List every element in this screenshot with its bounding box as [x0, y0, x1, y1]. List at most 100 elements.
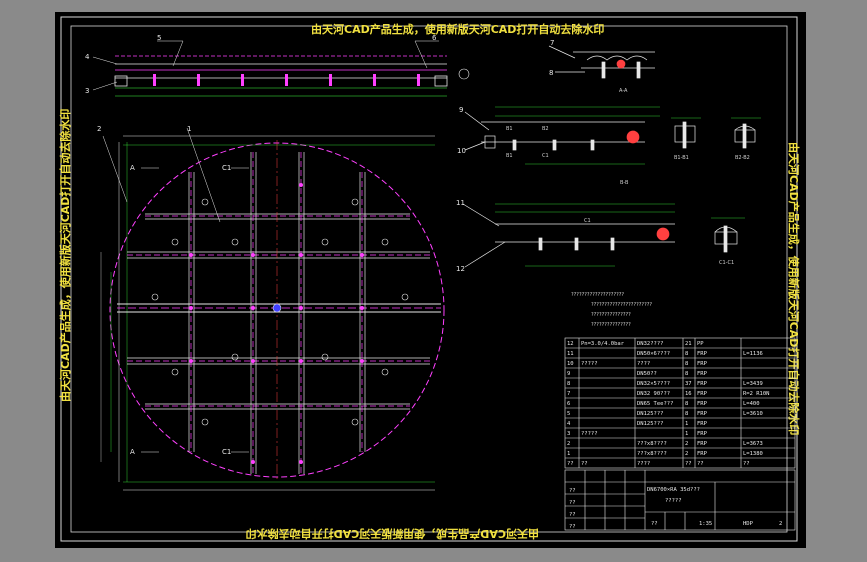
bom-cell: 8 [685, 401, 688, 407]
bom-cell: FRP [697, 421, 708, 427]
title-block [564, 469, 796, 531]
bom-cell: FRP [697, 361, 708, 367]
bom-cell: DN50×6???? [637, 351, 670, 357]
nozzle [241, 74, 244, 86]
section-label-b2-b2: B2-B2 [735, 155, 750, 161]
bom-frame [564, 337, 796, 469]
watermark-right: 由天河CAD产品生成，使用新版天河CAD打开自动去除水印 [787, 142, 801, 435]
leader-5: 5 [157, 34, 161, 42]
section-a-a [548, 45, 655, 79]
bom-cell: FRP [697, 381, 708, 387]
bom-cell: 3 [567, 431, 570, 437]
bom-cell: L=3673 [743, 441, 763, 447]
bom-cell: 37 [685, 381, 692, 387]
bom-cell: L=400 [743, 401, 760, 407]
plan-nozzles [151, 198, 409, 426]
bom-cell: ????? [581, 361, 598, 367]
bom-cell: DN125??? [637, 421, 664, 427]
plan-view [100, 135, 445, 491]
section-label-c1-c1: C1-C1 [719, 260, 734, 266]
section-label-b1-b1: B1-B1 [674, 155, 689, 161]
nozzle [153, 74, 156, 86]
bom-cell: FRP [697, 351, 708, 357]
nozzle [373, 74, 376, 86]
section-marker-c1-top: C1 [222, 164, 231, 172]
bom-cell: 12 [567, 341, 574, 347]
watermark-bottom: 由天河CAD产品生成，使用新版天河CAD打开自动去除水印 [246, 527, 539, 541]
section-marker-a-top: A [130, 164, 135, 172]
cad-drawing: 由天河CAD产品生成，使用新版天河CAD打开自动去除水印 由天河CAD产品生成，… [58, 16, 801, 542]
leader-1: 1 [187, 125, 191, 133]
leader-10: 10 [457, 147, 466, 155]
plan-markers [189, 183, 364, 464]
sheet-number: 2 [779, 521, 782, 527]
pipe-end-left [114, 75, 128, 87]
bom-cell: ???? [637, 361, 650, 367]
view-c1-mid: C1 [584, 218, 591, 224]
drawing-scale: 1:35 [699, 521, 712, 527]
bom-cell: L=1380 [743, 451, 763, 457]
bom-cell: 8 [685, 371, 688, 377]
bom-cell: 8 [685, 351, 688, 357]
bom-cell: 2 [567, 441, 570, 447]
bom-cell: FRP [697, 441, 708, 447]
nozzles-elevation [153, 74, 420, 86]
note-line: ??????????????? [591, 312, 631, 318]
nozzle [329, 74, 332, 86]
tb-label: ?? [569, 524, 576, 530]
view-b2-a: B2 [542, 126, 549, 132]
tb-label: ?? [651, 521, 658, 527]
bom-cell: FRP [697, 411, 708, 417]
bom-cell: 7 [567, 391, 570, 397]
leader-3: 3 [85, 87, 89, 95]
leader-9: 9 [459, 106, 463, 114]
note-line: ??????????????????????? [591, 302, 652, 308]
leader-7: 7 [550, 39, 554, 47]
tb-label: ?? [569, 488, 576, 494]
section-marker-c1-bottom: C1 [222, 448, 231, 456]
pipe-end-right [434, 75, 448, 87]
bom-cell: DN65 Tee??? [637, 401, 673, 407]
detail-b1-b1 [671, 117, 701, 149]
section-c1-elevation [462, 203, 675, 268]
tb-label: ?? [569, 500, 576, 506]
bom-cell: 21 [685, 341, 692, 347]
bom-cell: ???x8???? [637, 451, 667, 457]
bom-cell: 11 [567, 351, 574, 357]
bom-cell: ???x8???? [637, 441, 667, 447]
bom-cell: 8 [567, 381, 570, 387]
nozzle [417, 74, 420, 86]
bom-cell: 16 [685, 391, 692, 397]
bom-cell: PP [697, 341, 704, 347]
bom-cell: 1 [685, 421, 688, 427]
bom-cell: Pn=3.0/4.0bar [581, 341, 625, 347]
section-marker-a-bottom: A [130, 448, 135, 456]
bom-cell: 6 [567, 401, 570, 407]
section-label-b-b: B-B [620, 180, 629, 186]
bom-cell: L=1136 [743, 351, 763, 357]
cad-drawing-canvas[interactable]: 由天河CAD产品生成，使用新版天河CAD打开自动去除水印 由天河CAD产品生成，… [55, 12, 806, 548]
section-label-a-a: A-A [619, 88, 628, 94]
bom-cell: ?? [567, 461, 574, 467]
view-b1-a: B1 [506, 126, 513, 132]
leader-8: 8 [549, 69, 553, 77]
bom-cell: 4 [567, 421, 571, 427]
bom-cell: L=3439 [743, 381, 763, 387]
drawing-code: HDP [743, 521, 754, 527]
bom-cell: DN125??? [637, 411, 664, 417]
bom-cell: 1 [685, 431, 688, 437]
bom-cell: 5 [567, 411, 570, 417]
bom-cell: FRP [697, 371, 708, 377]
bom-cell: 1 [567, 451, 570, 457]
bom-cell: DN32×5???? [637, 381, 670, 387]
watermark-left: 由天河CAD产品生成，使用新版天河CAD打开自动去除水印 [58, 109, 72, 402]
bom-cell: 9 [567, 371, 570, 377]
view-b1-b: B1 [506, 153, 513, 159]
bom-cell: DN50?? [637, 371, 657, 377]
nozzle [285, 74, 288, 86]
detail-b2-b2 [731, 117, 761, 149]
outer-frame [60, 16, 798, 542]
technical-notes: ???????????????????? ???????????????????… [571, 292, 652, 328]
bom-cell: FRP [697, 391, 708, 397]
detail-bubble [458, 68, 470, 80]
